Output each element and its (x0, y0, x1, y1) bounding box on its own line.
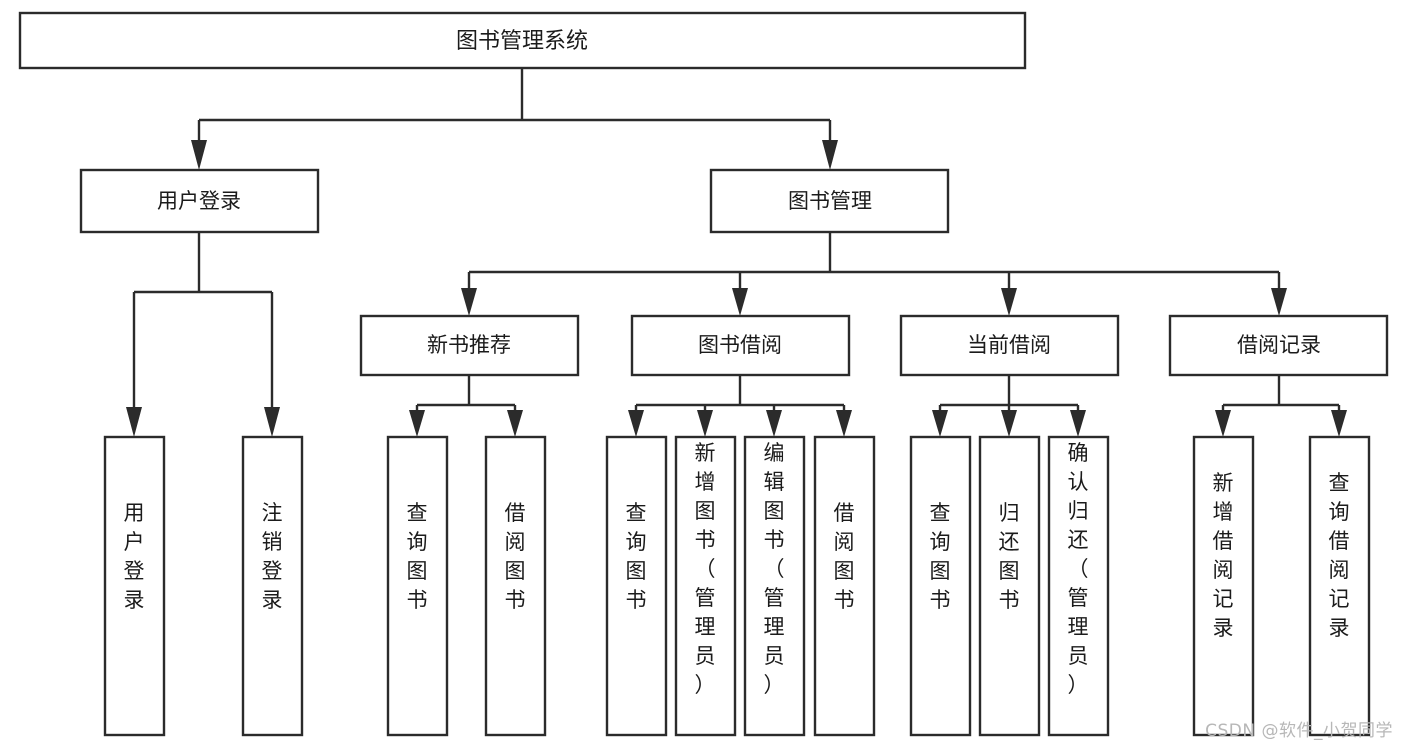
node-current-borrow[interactable]: 当前借阅 (899, 314, 1120, 377)
arrow-head-borrowrecord-leaf-2 (1331, 410, 1347, 437)
leaf-borrowrecord-add-record[interactable]: 新增借阅记录 (1192, 435, 1255, 737)
leaf-logout-box[interactable] (241, 435, 304, 737)
arrow-head-bookborrow-leaf-3 (766, 410, 782, 437)
node-book-borrow-label: 图书借阅 (698, 333, 782, 357)
arrow-head-new-book (461, 288, 477, 316)
leaf-bookborrow-edit-book-box[interactable] (743, 435, 806, 737)
leaf-bookborrow-add-book-box[interactable] (674, 435, 737, 737)
leaf-newbook-query-book-box[interactable] (386, 435, 449, 737)
leaf-currentborrow-return-book-label: 归还图书 (999, 501, 1020, 612)
leaf-borrowrecord-add-record-label: 新增借阅记录 (1213, 471, 1234, 640)
node-new-book-recommend-label: 新书推荐 (427, 333, 511, 357)
arrow-head-current-borrow (1001, 288, 1017, 316)
arrow-head-newbook-leaf-1 (409, 410, 425, 437)
leaf-currentborrow-confirm-return-label: 确认归还（管理员） (1068, 441, 1089, 697)
arrow-head-currentborrow-leaf-2 (1001, 410, 1017, 437)
node-book-manage[interactable]: 图书管理 (709, 168, 950, 234)
connector-group (126, 68, 1347, 437)
leaf-currentborrow-query-book-label: 查询图书 (930, 501, 951, 612)
arrow-head-currentborrow-leaf-1 (932, 410, 948, 437)
leaf-borrowrecord-query-record[interactable]: 查询借阅记录 (1308, 435, 1371, 737)
leaf-borrowrecord-add-record-box[interactable] (1192, 435, 1255, 737)
leaf-bookborrow-query-book-label: 查询图书 (626, 501, 647, 612)
leaf-newbook-borrow-book[interactable]: 借阅图书 (484, 435, 547, 737)
node-root-system-label: 图书管理系统 (456, 29, 588, 54)
node-root-system[interactable]: 图书管理系统 (18, 11, 1027, 70)
arrow-head-user-login (191, 140, 207, 170)
leaf-logout-label: 注销登录 (262, 501, 283, 612)
node-current-borrow-box[interactable] (899, 314, 1120, 377)
arrow-head-leaf-user-login (126, 407, 142, 437)
leaf-user-login-label: 用户登录 (124, 501, 145, 612)
node-borrow-record[interactable]: 借阅记录 (1168, 314, 1389, 377)
leaf-currentborrow-query-book[interactable]: 查询图书 (909, 435, 972, 737)
arrow-head-currentborrow-leaf-3 (1070, 410, 1086, 437)
arrow-head-newbook-leaf-2 (507, 410, 523, 437)
leaf-bookborrow-add-book[interactable]: 新增图书（管理员） (674, 435, 737, 737)
leaf-bookborrow-borrow-book[interactable]: 借阅图书 (813, 435, 876, 737)
node-user-login-box[interactable] (79, 168, 320, 234)
node-book-borrow-box[interactable] (630, 314, 851, 377)
node-book-manage-box[interactable] (709, 168, 950, 234)
leaf-newbook-borrow-book-box[interactable] (484, 435, 547, 737)
leaf-user-login[interactable]: 用户登录 (103, 435, 166, 737)
arrow-head-book-manage (822, 140, 838, 170)
leaf-logout[interactable]: 注销登录 (241, 435, 304, 737)
node-borrow-record-label: 借阅记录 (1237, 333, 1321, 357)
leaf-borrowrecord-query-record-label: 查询借阅记录 (1329, 471, 1350, 640)
node-root-system-box[interactable] (18, 11, 1027, 70)
leaf-bookborrow-query-book[interactable]: 查询图书 (605, 435, 668, 737)
node-current-borrow-label: 当前借阅 (967, 333, 1051, 357)
node-user-login-label: 用户登录 (157, 189, 241, 213)
arrow-head-book-borrow (732, 288, 748, 316)
arrow-head-borrowrecord-leaf-1 (1215, 410, 1231, 437)
leaf-bookborrow-edit-book[interactable]: 编辑图书（管理员） (743, 435, 806, 737)
node-book-borrow[interactable]: 图书借阅 (630, 314, 851, 377)
node-new-book-recommend-box[interactable] (359, 314, 580, 377)
leaf-newbook-borrow-book-label: 借阅图书 (505, 501, 526, 612)
leaf-newbook-query-book-label: 查询图书 (407, 501, 428, 612)
leaf-bookborrow-borrow-book-box[interactable] (813, 435, 876, 737)
arrow-head-bookborrow-leaf-2 (697, 410, 713, 437)
arrow-head-bookborrow-leaf-4 (836, 410, 852, 437)
leaf-currentborrow-query-book-box[interactable] (909, 435, 972, 737)
leaf-user-login-box[interactable] (103, 435, 166, 737)
arrow-head-borrow-record (1271, 288, 1287, 316)
node-user-login[interactable]: 用户登录 (79, 168, 320, 234)
leaf-currentborrow-return-book[interactable]: 归还图书 (978, 435, 1041, 737)
leaf-currentborrow-return-book-box[interactable] (978, 435, 1041, 737)
leaf-bookborrow-borrow-book-label: 借阅图书 (834, 501, 855, 612)
leaf-bookborrow-add-book-label: 新增图书（管理员） (695, 441, 716, 697)
leaf-currentborrow-confirm-return[interactable]: 确认归还（管理员） (1047, 435, 1110, 737)
leaf-currentborrow-confirm-return-box[interactable] (1047, 435, 1110, 737)
node-new-book-recommend[interactable]: 新书推荐 (359, 314, 580, 377)
node-book-manage-label: 图书管理 (788, 189, 872, 213)
leaf-bookborrow-edit-book-label: 编辑图书（管理员） (764, 441, 785, 697)
node-borrow-record-box[interactable] (1168, 314, 1389, 377)
arrow-head-leaf-logout (264, 407, 280, 437)
arrow-head-bookborrow-leaf-1 (628, 410, 644, 437)
leaf-bookborrow-query-book-box[interactable] (605, 435, 668, 737)
leaf-borrowrecord-query-record-box[interactable] (1308, 435, 1371, 737)
leaf-newbook-query-book[interactable]: 查询图书 (386, 435, 449, 737)
